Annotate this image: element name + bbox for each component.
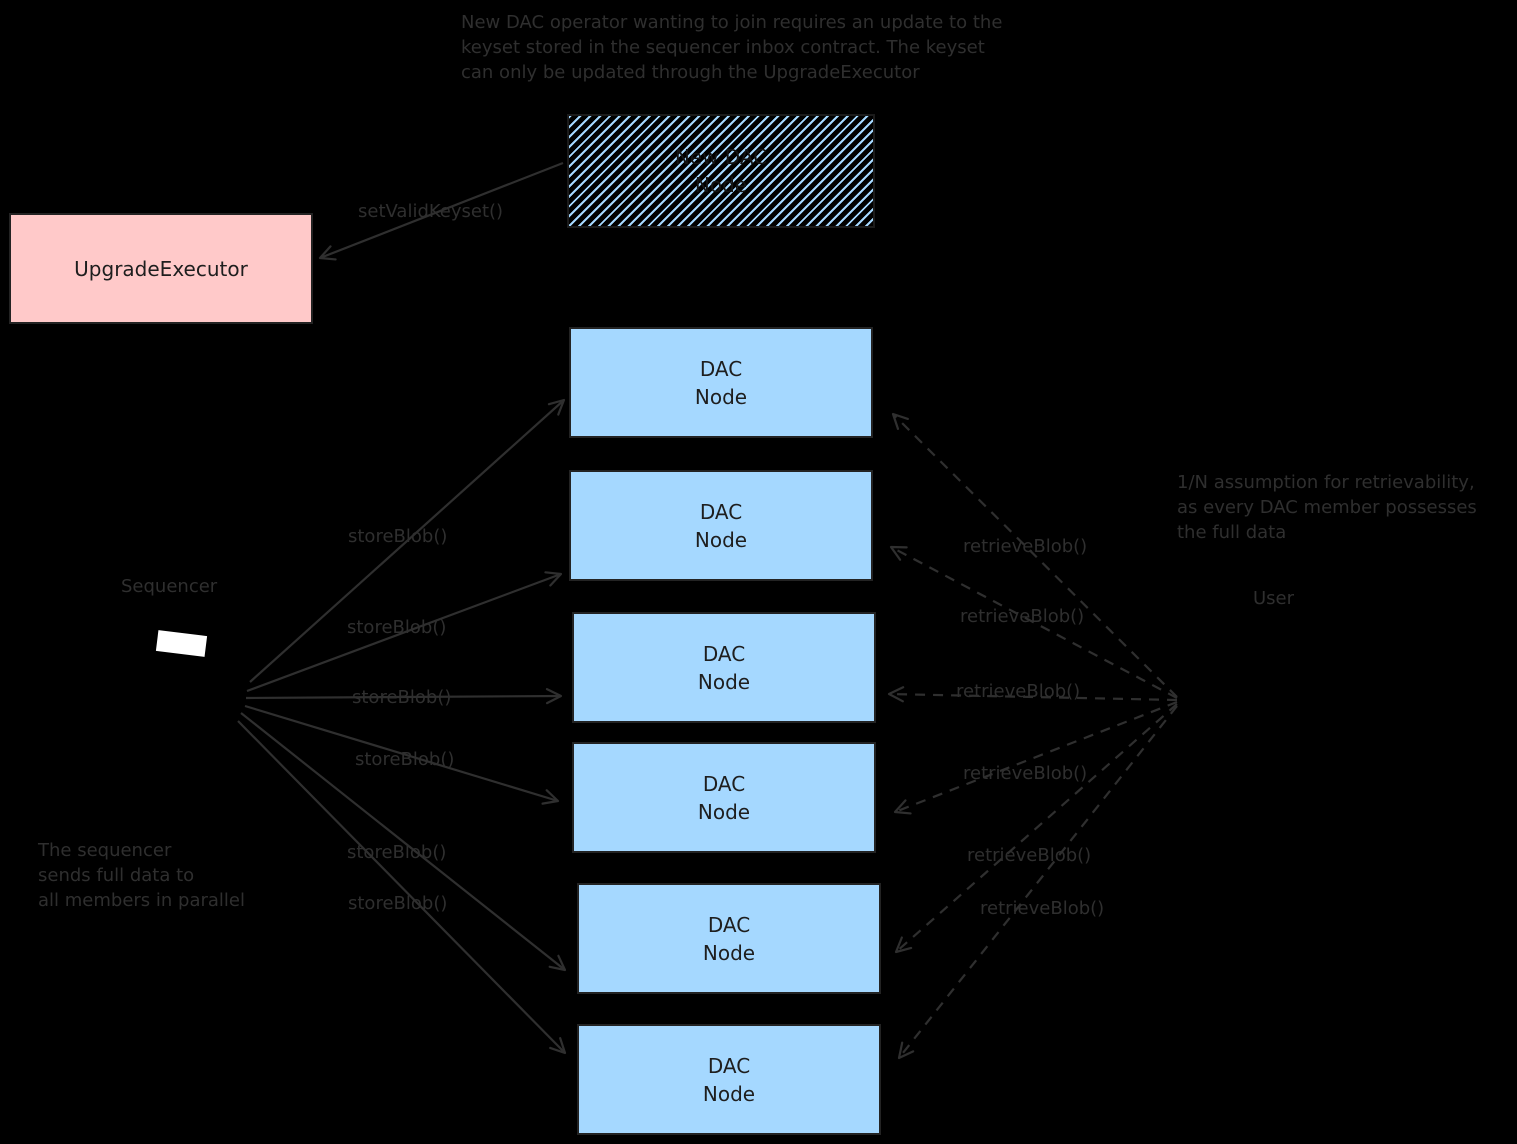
retrieve-blob-label-5: retrieveBlob() — [967, 845, 1092, 866]
sequencer-label: Sequencer — [121, 576, 218, 597]
new-dac-node-label: New DAC Node — [674, 145, 768, 197]
store-blob-label-2: storeBlob() — [347, 617, 447, 638]
retrieve-blob-label-1: retrieveBlob() — [963, 536, 1088, 557]
retrievability-note: 1/N assumption for retrievability, as ev… — [1177, 472, 1477, 543]
dac-node-label: DAC Node — [702, 912, 756, 965]
sequencer-parallel-note: The sequencer sends full data to all mem… — [38, 840, 245, 911]
dac-node-box-3: DAC Node — [572, 612, 876, 723]
dac-node-box-2: DAC Node — [569, 470, 873, 581]
sequencer-laptop-icon — [155, 630, 208, 657]
arrow-retrieve-blob-6 — [897, 705, 1178, 1060]
user-label: User — [1253, 588, 1295, 609]
store-blob-label-6: storeBlob() — [348, 893, 448, 914]
retrieve-blob-label-6: retrieveBlob() — [980, 898, 1105, 919]
retrieve-blob-label-3: retrieveBlob() — [956, 681, 1081, 702]
dac-node-box-5: DAC Node — [577, 883, 881, 994]
dac-node-box-4: DAC Node — [572, 742, 876, 853]
retrieve-blob-label-2: retrieveBlob() — [960, 606, 1085, 627]
store-blob-label-1: storeBlob() — [348, 526, 448, 547]
dac-node-box-1: DAC Node — [569, 327, 873, 438]
dac-node-box-6: DAC Node — [577, 1024, 881, 1135]
arrow-retrieve-blob-4 — [893, 700, 1178, 815]
dac-node-label: DAC Node — [694, 356, 748, 409]
upgrade-executor-box: UpgradeExecutor — [9, 213, 313, 324]
top-note: New DAC operator wanting to join require… — [461, 12, 1003, 83]
new-dac-node-box: New DAC Node — [567, 114, 875, 228]
store-blob-label-5: storeBlob() — [347, 842, 447, 863]
dac-node-label: DAC Node — [694, 499, 748, 552]
store-blob-label-4: storeBlob() — [355, 749, 455, 770]
dac-node-label: DAC Node — [702, 1053, 756, 1106]
dac-node-label: DAC Node — [697, 771, 751, 824]
retrieve-blob-label-4: retrieveBlob() — [963, 763, 1088, 784]
arrow-store-blob-6 — [237, 720, 567, 1055]
upgrade-executor-label: UpgradeExecutor — [74, 256, 248, 281]
set-valid-keyset-label: setValidKeyset() — [358, 201, 504, 222]
store-blob-label-3: storeBlob() — [352, 687, 452, 708]
dac-node-label: DAC Node — [697, 641, 751, 694]
